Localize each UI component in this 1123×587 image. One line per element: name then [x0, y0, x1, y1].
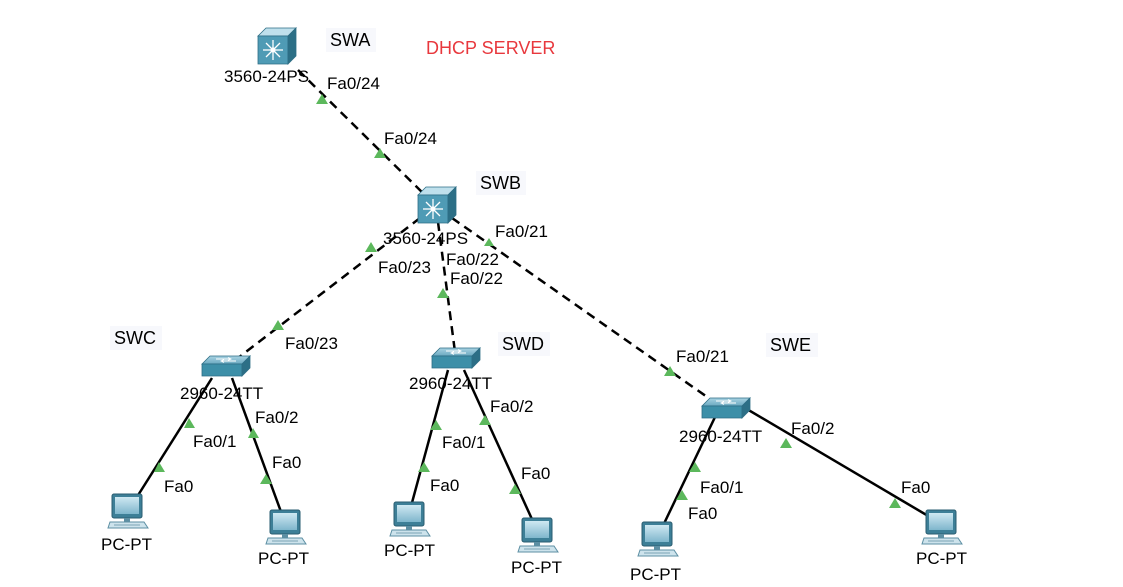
device-name-swd: SWD	[502, 334, 544, 354]
port-up-indicator	[689, 462, 701, 472]
device-swe[interactable]	[701, 397, 751, 419]
link-swd-pc4[interactable]	[462, 369, 538, 529]
switch-icon	[701, 397, 751, 419]
device-swb[interactable]	[417, 186, 457, 224]
multilayer-switch-icon	[417, 186, 457, 224]
device-name-swb: SWB	[480, 173, 521, 193]
port-up-indicator	[430, 420, 442, 430]
link-swe-pc5[interactable]	[658, 414, 718, 533]
pc-icon	[389, 501, 431, 537]
device-name-pc5: PC-PT	[630, 565, 681, 584]
port-up-indicator	[509, 484, 521, 494]
port-label: Fa0/2	[490, 397, 533, 416]
port-label: Fa0/21	[676, 347, 729, 366]
link-swc-pc1[interactable]	[128, 377, 214, 509]
port-label: Fa0/23	[378, 258, 431, 277]
link-swc-pc2[interactable]	[230, 377, 286, 521]
port-label: Fa0	[272, 453, 301, 472]
port-up-indicator	[316, 94, 328, 104]
port-label: Fa0	[521, 464, 550, 483]
port-label: Fa0/21	[495, 222, 548, 241]
pc-icon	[517, 517, 559, 553]
port-up-indicator	[248, 428, 259, 438]
port-up-indicator	[365, 242, 377, 252]
device-name-pc2: PC-PT	[258, 549, 309, 568]
pc-icon	[107, 493, 149, 529]
port-label: Fa0/22	[450, 269, 503, 288]
device-name-pc4: PC-PT	[511, 558, 562, 577]
device-pc4[interactable]	[517, 517, 559, 553]
link-swa-swb[interactable]	[297, 69, 431, 201]
device-model-swd: 2960-24TT	[409, 374, 492, 393]
device-pc2[interactable]	[265, 509, 307, 545]
port-up-indicator	[780, 438, 792, 448]
switch-icon	[431, 347, 481, 369]
link-swb-swd[interactable]	[436, 221, 457, 353]
device-pc3[interactable]	[389, 501, 431, 537]
pc-icon	[637, 521, 679, 557]
port-up-indicator	[272, 320, 284, 330]
port-up-indicator	[374, 148, 386, 158]
port-label-overlap: Fa0/22	[446, 250, 499, 269]
device-name-swa: SWA	[330, 30, 370, 50]
device-swd[interactable]	[431, 347, 481, 369]
device-swc[interactable]	[201, 355, 251, 377]
device-pc5[interactable]	[637, 521, 679, 557]
device-name-swc: SWC	[114, 328, 156, 348]
device-model-swc: 2960-24TT	[180, 384, 263, 403]
port-label: Fa0/24	[327, 74, 380, 93]
multilayer-switch-icon	[257, 27, 297, 65]
port-label: Fa0/1	[442, 433, 485, 452]
device-model-swb: 3560-24PS	[383, 229, 468, 248]
device-model-swa: 3560-24PS	[224, 67, 309, 86]
port-up-indicator	[260, 474, 272, 484]
port-up-indicator	[889, 498, 901, 508]
device-model-swe: 2960-24TT	[679, 427, 762, 446]
port-label: Fa0/2	[791, 419, 834, 438]
links	[128, 69, 936, 533]
port-up-indicator	[184, 418, 195, 428]
device-name-pc3: PC-PT	[384, 541, 435, 560]
port-label: Fa0/23	[285, 334, 338, 353]
port-up-indicator	[484, 238, 494, 246]
link-swb-swe[interactable]	[451, 216, 721, 408]
port-up-indicator	[437, 288, 449, 298]
switch-icon	[201, 355, 251, 377]
port-status-indicators	[154, 94, 901, 508]
port-label: Fa0/24	[384, 129, 437, 148]
device-name-swe: SWE	[770, 335, 811, 355]
port-up-indicator	[664, 366, 676, 376]
link-swd-pc3[interactable]	[408, 369, 450, 511]
link-swe-pc6[interactable]	[739, 403, 936, 522]
device-pc6[interactable]	[921, 509, 963, 545]
port-label: Fa0	[164, 477, 193, 496]
port-label: Fa0	[430, 476, 459, 495]
device-swa[interactable]	[257, 27, 297, 65]
device-name-pc6: PC-PT	[916, 549, 967, 568]
diagram-title: DHCP SERVER	[426, 38, 555, 58]
device-name-pc1: PC-PT	[101, 535, 152, 554]
pc-icon	[921, 509, 963, 545]
port-label: Fa0	[688, 504, 717, 523]
port-up-indicator	[479, 415, 491, 425]
port-label: Fa0/2	[255, 408, 298, 427]
link-swb-swc[interactable]	[224, 217, 421, 369]
port-up-indicator	[154, 462, 165, 472]
port-up-indicator	[676, 490, 688, 500]
port-label: Fa0/1	[700, 478, 743, 497]
device-pc1[interactable]	[107, 493, 149, 529]
port-label: Fa0	[901, 478, 930, 497]
pc-icon	[265, 509, 307, 545]
port-label: Fa0/1	[193, 432, 236, 451]
port-up-indicator	[418, 462, 430, 472]
